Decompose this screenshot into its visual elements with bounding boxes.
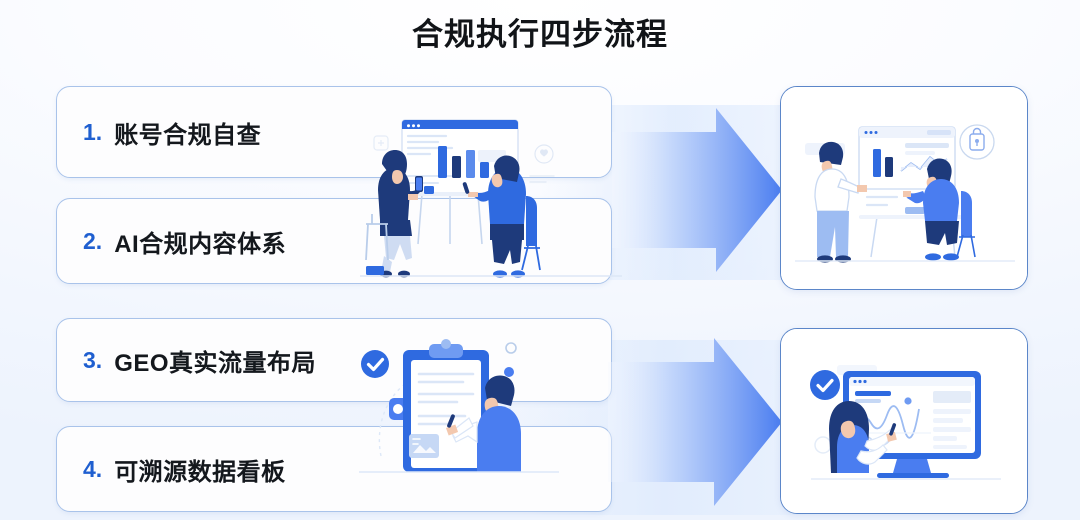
step-label-2: AI合规内容体系 — [114, 230, 287, 258]
clipboard-icon — [403, 339, 489, 472]
person-analyst-figure — [829, 401, 897, 473]
bar-chart-icon — [438, 146, 489, 178]
step-number-1: 1. — [83, 118, 103, 145]
person-presenter-figure — [814, 141, 867, 263]
step-card-1[interactable]: 1. 账号合规自查 — [56, 86, 612, 178]
step-card-3[interactable]: 3. GEO真实流量布局 — [56, 318, 612, 402]
meeting-dashboard-illustration — [360, 98, 622, 283]
clipboard-review-illustration — [345, 326, 625, 518]
person-seated-figure — [903, 158, 959, 261]
person-right-figure — [462, 155, 526, 278]
step-number-3: 3. — [83, 346, 103, 373]
secure-badge-icon — [959, 124, 995, 160]
chair-left — [365, 214, 389, 261]
monitor-dashboard-card[interactable] — [780, 328, 1028, 514]
browser-window-icon — [401, 119, 519, 195]
bar-chart-icon — [873, 149, 893, 177]
image-card-icon — [409, 434, 439, 458]
square-deco-icon — [373, 135, 389, 151]
check-badge-icon — [361, 350, 389, 378]
list-pane — [933, 391, 971, 449]
page-title: 合规执行四步流程 — [412, 17, 668, 52]
step-label-4: 可溯源数据看板 — [114, 458, 286, 486]
step-label-3: GEO真实流量布局 — [114, 349, 317, 377]
person-left-figure — [378, 150, 423, 278]
check-badge-icon — [810, 370, 840, 400]
step-number-4: 4. — [83, 455, 103, 482]
chair-right — [521, 196, 541, 271]
flow-arrow-bottom — [608, 332, 784, 512]
circle-deco-icon — [505, 342, 517, 354]
step-label-1: 账号合规自查 — [114, 121, 262, 149]
step-number-2: 2. — [83, 227, 103, 254]
flow-arrow-top — [612, 100, 784, 280]
presentation-card[interactable] — [780, 86, 1028, 290]
person-reviewer-figure — [445, 375, 521, 472]
chair-seated — [956, 191, 976, 258]
dot-deco-icon — [504, 367, 514, 377]
heart-badge-icon — [534, 144, 554, 164]
